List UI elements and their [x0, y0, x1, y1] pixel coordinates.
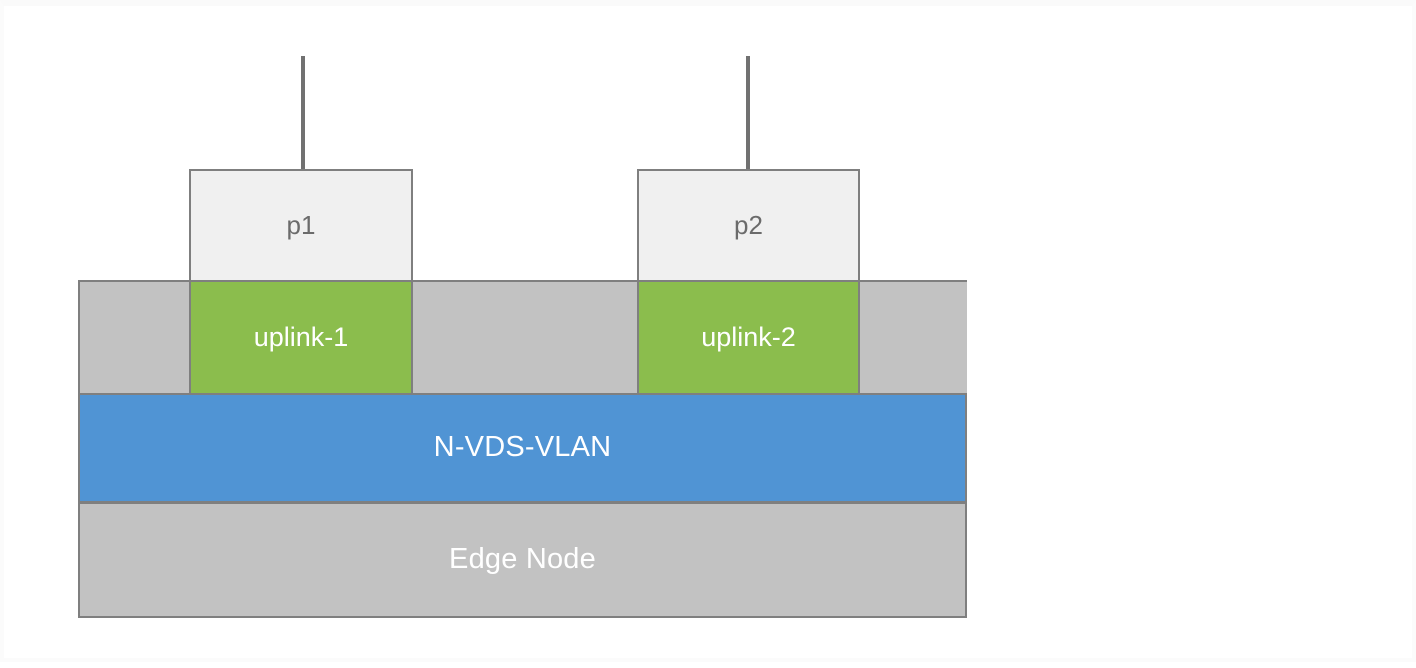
uplink-block-1[interactable]: uplink-1: [189, 280, 413, 395]
uplink-block-1-label: uplink-1: [253, 321, 349, 352]
edge-node-band-label: Edge Node: [449, 543, 596, 576]
uplink-wire-1-icon: [301, 56, 305, 171]
uplink-block-2[interactable]: uplink-2: [637, 280, 860, 395]
port-box-p1-label: p1: [286, 210, 316, 241]
uplink-block-2-label: uplink-2: [701, 321, 796, 352]
port-box-p2-label: p2: [734, 210, 763, 241]
uplink-wire-2-icon: [746, 56, 750, 171]
port-box-p2[interactable]: p2: [637, 169, 860, 282]
nvds-vlan-band-label: N-VDS-VLAN: [433, 431, 612, 464]
nvds-vlan-band[interactable]: N-VDS-VLAN: [78, 393, 967, 503]
network-topology-diagram: uplink-1 uplink-2 p1 p2 N-VDS-VLAN Edge …: [4, 6, 1416, 668]
edge-node-band[interactable]: Edge Node: [78, 502, 967, 618]
port-box-p1[interactable]: p1: [189, 169, 413, 282]
